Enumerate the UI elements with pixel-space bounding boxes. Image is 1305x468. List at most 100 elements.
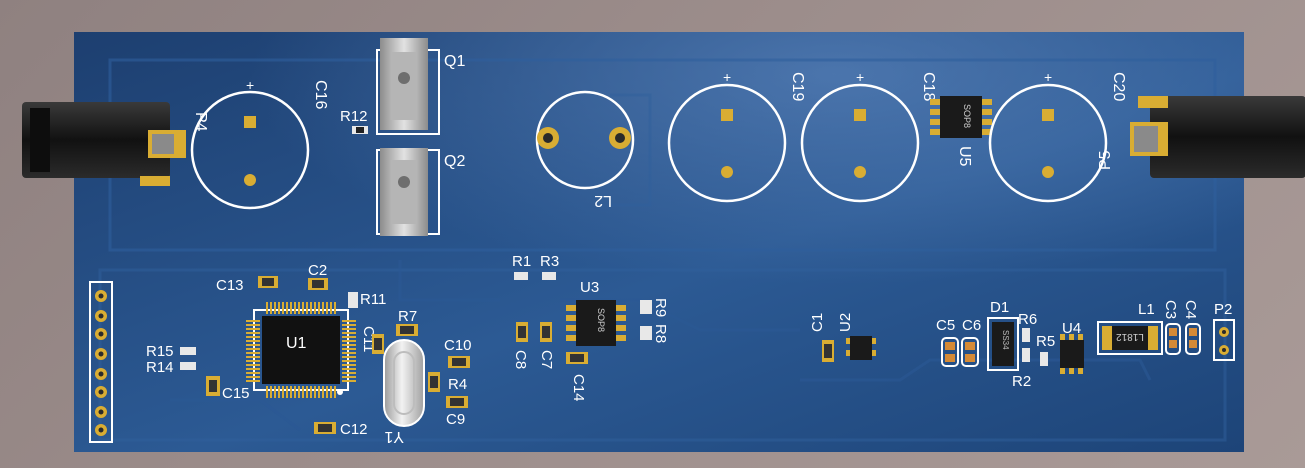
qfp-pin: [322, 386, 324, 398]
label-u2: U2: [837, 313, 854, 332]
polarity-mark: +: [1044, 69, 1052, 85]
label-l2: L2: [594, 192, 612, 209]
label-u1: U1: [286, 335, 307, 352]
label-c13: C13: [216, 277, 244, 294]
label-c7: C7: [538, 350, 555, 369]
qfp-pin: [246, 372, 260, 374]
qfp-pin: [342, 360, 356, 362]
label-c15: C15: [222, 385, 250, 402]
label-c12: C12: [340, 421, 368, 438]
capacitor-c6: [961, 337, 979, 367]
qfp-pin: [342, 336, 356, 338]
qfp-pin: [278, 302, 280, 314]
marking-sop8: SOP8: [596, 308, 606, 332]
qfp-pin: [326, 302, 328, 314]
label-r11: R11: [360, 291, 386, 308]
qfp-pin: [246, 364, 260, 366]
qfp-pin: [314, 386, 316, 398]
qfp-pin: [278, 386, 280, 398]
electrolytic-capacitor: +: [800, 69, 920, 203]
label-c6: C6: [962, 317, 981, 334]
qfp-pin: [342, 344, 356, 346]
qfp-pin: [286, 302, 288, 314]
resistor-r14: [180, 362, 196, 370]
label-c16: C16: [312, 80, 329, 109]
qfp-pin: [246, 360, 260, 362]
label-r6: R6: [1018, 311, 1037, 328]
label-u4: U4: [1062, 320, 1081, 337]
label-c20: C20: [1110, 72, 1127, 101]
capacitor-c4: [1185, 323, 1201, 355]
qfp-pin: [342, 320, 356, 322]
electrolytic-capacitor-c20: + C20: [988, 69, 1127, 203]
resistor-r8: [640, 326, 652, 340]
label-u3: U3: [580, 279, 599, 296]
qfp-pin: [306, 302, 308, 314]
qfp-pin: [342, 380, 356, 382]
polarity-mark: +: [723, 69, 731, 85]
label-c18: C18: [920, 72, 937, 101]
label-r15: R15: [146, 343, 174, 360]
qfp-pin: [342, 324, 356, 326]
qfp-pin: [334, 302, 336, 314]
qfp-pin: [270, 302, 272, 314]
qfp-pin: [342, 332, 356, 334]
label-r3: R3: [540, 253, 559, 270]
marking-diode: SS34: [1001, 330, 1010, 350]
qfp-pin: [342, 328, 356, 330]
qfp-pin: [306, 386, 308, 398]
qfp-pin: [246, 328, 260, 330]
label-d1: D1: [990, 299, 1009, 316]
capacitor-c5: [941, 337, 959, 367]
qfp-pin: [266, 386, 268, 398]
crystal-y1: Y1: [383, 339, 425, 445]
qfp-pin: [266, 302, 268, 314]
marking-inductor: L1812: [1116, 331, 1144, 342]
label-r14: R14: [146, 359, 174, 376]
label-l1: L1: [1138, 301, 1155, 318]
label-r7: R7: [398, 308, 417, 325]
qfp-pin: [302, 386, 304, 398]
qfp-pin: [294, 386, 296, 398]
label-p5: P5: [1097, 150, 1114, 170]
qfp-pin: [318, 386, 320, 398]
electrolytic-capacitor-c19: + C19: [667, 69, 806, 203]
label-r1: R1: [512, 253, 531, 270]
label-c1: C1: [809, 313, 826, 332]
marking-sop8: SOP8: [962, 104, 972, 128]
qfp-pin: [298, 386, 300, 398]
qfp-pin: [342, 376, 356, 378]
label-c19: C19: [789, 72, 806, 101]
polarity-mark: +: [856, 69, 864, 85]
label-r2: R2: [1012, 373, 1031, 390]
label-q1: Q1: [444, 53, 465, 70]
label-c8: C8: [512, 350, 529, 369]
connector-p2: [1213, 319, 1235, 361]
label-r4: R4: [448, 376, 467, 393]
qfp-pin: [246, 340, 260, 342]
qfp-pin: [302, 302, 304, 314]
label-y1: Y1: [384, 428, 404, 445]
qfp-pin: [282, 302, 284, 314]
qfp-pin: [330, 302, 332, 314]
qfp-pin: [314, 302, 316, 314]
qfp-pin: [270, 386, 272, 398]
qfp-pin: [246, 376, 260, 378]
qfp-pin: [298, 302, 300, 314]
capacitor-c3: [1165, 323, 1181, 355]
qfp-pin: [294, 302, 296, 314]
label-r5: R5: [1036, 333, 1055, 350]
ic-u4: [1060, 334, 1084, 374]
ic-u5: C18 SOP8 U5: [920, 72, 992, 167]
qfp-pin: [246, 380, 260, 382]
qfp-pin: [290, 386, 292, 398]
resistor-r15: [180, 347, 196, 355]
diode-d1: SS34: [987, 317, 1019, 371]
resistor-r1: [514, 272, 528, 280]
pin-header: [89, 281, 113, 443]
resistor-r11: [348, 292, 358, 308]
electrolytic-capacitor-c16: + C16: [190, 77, 329, 210]
polarity-mark: +: [246, 77, 254, 93]
qfp-pin: [342, 356, 356, 358]
label-c5: C5: [936, 317, 955, 334]
